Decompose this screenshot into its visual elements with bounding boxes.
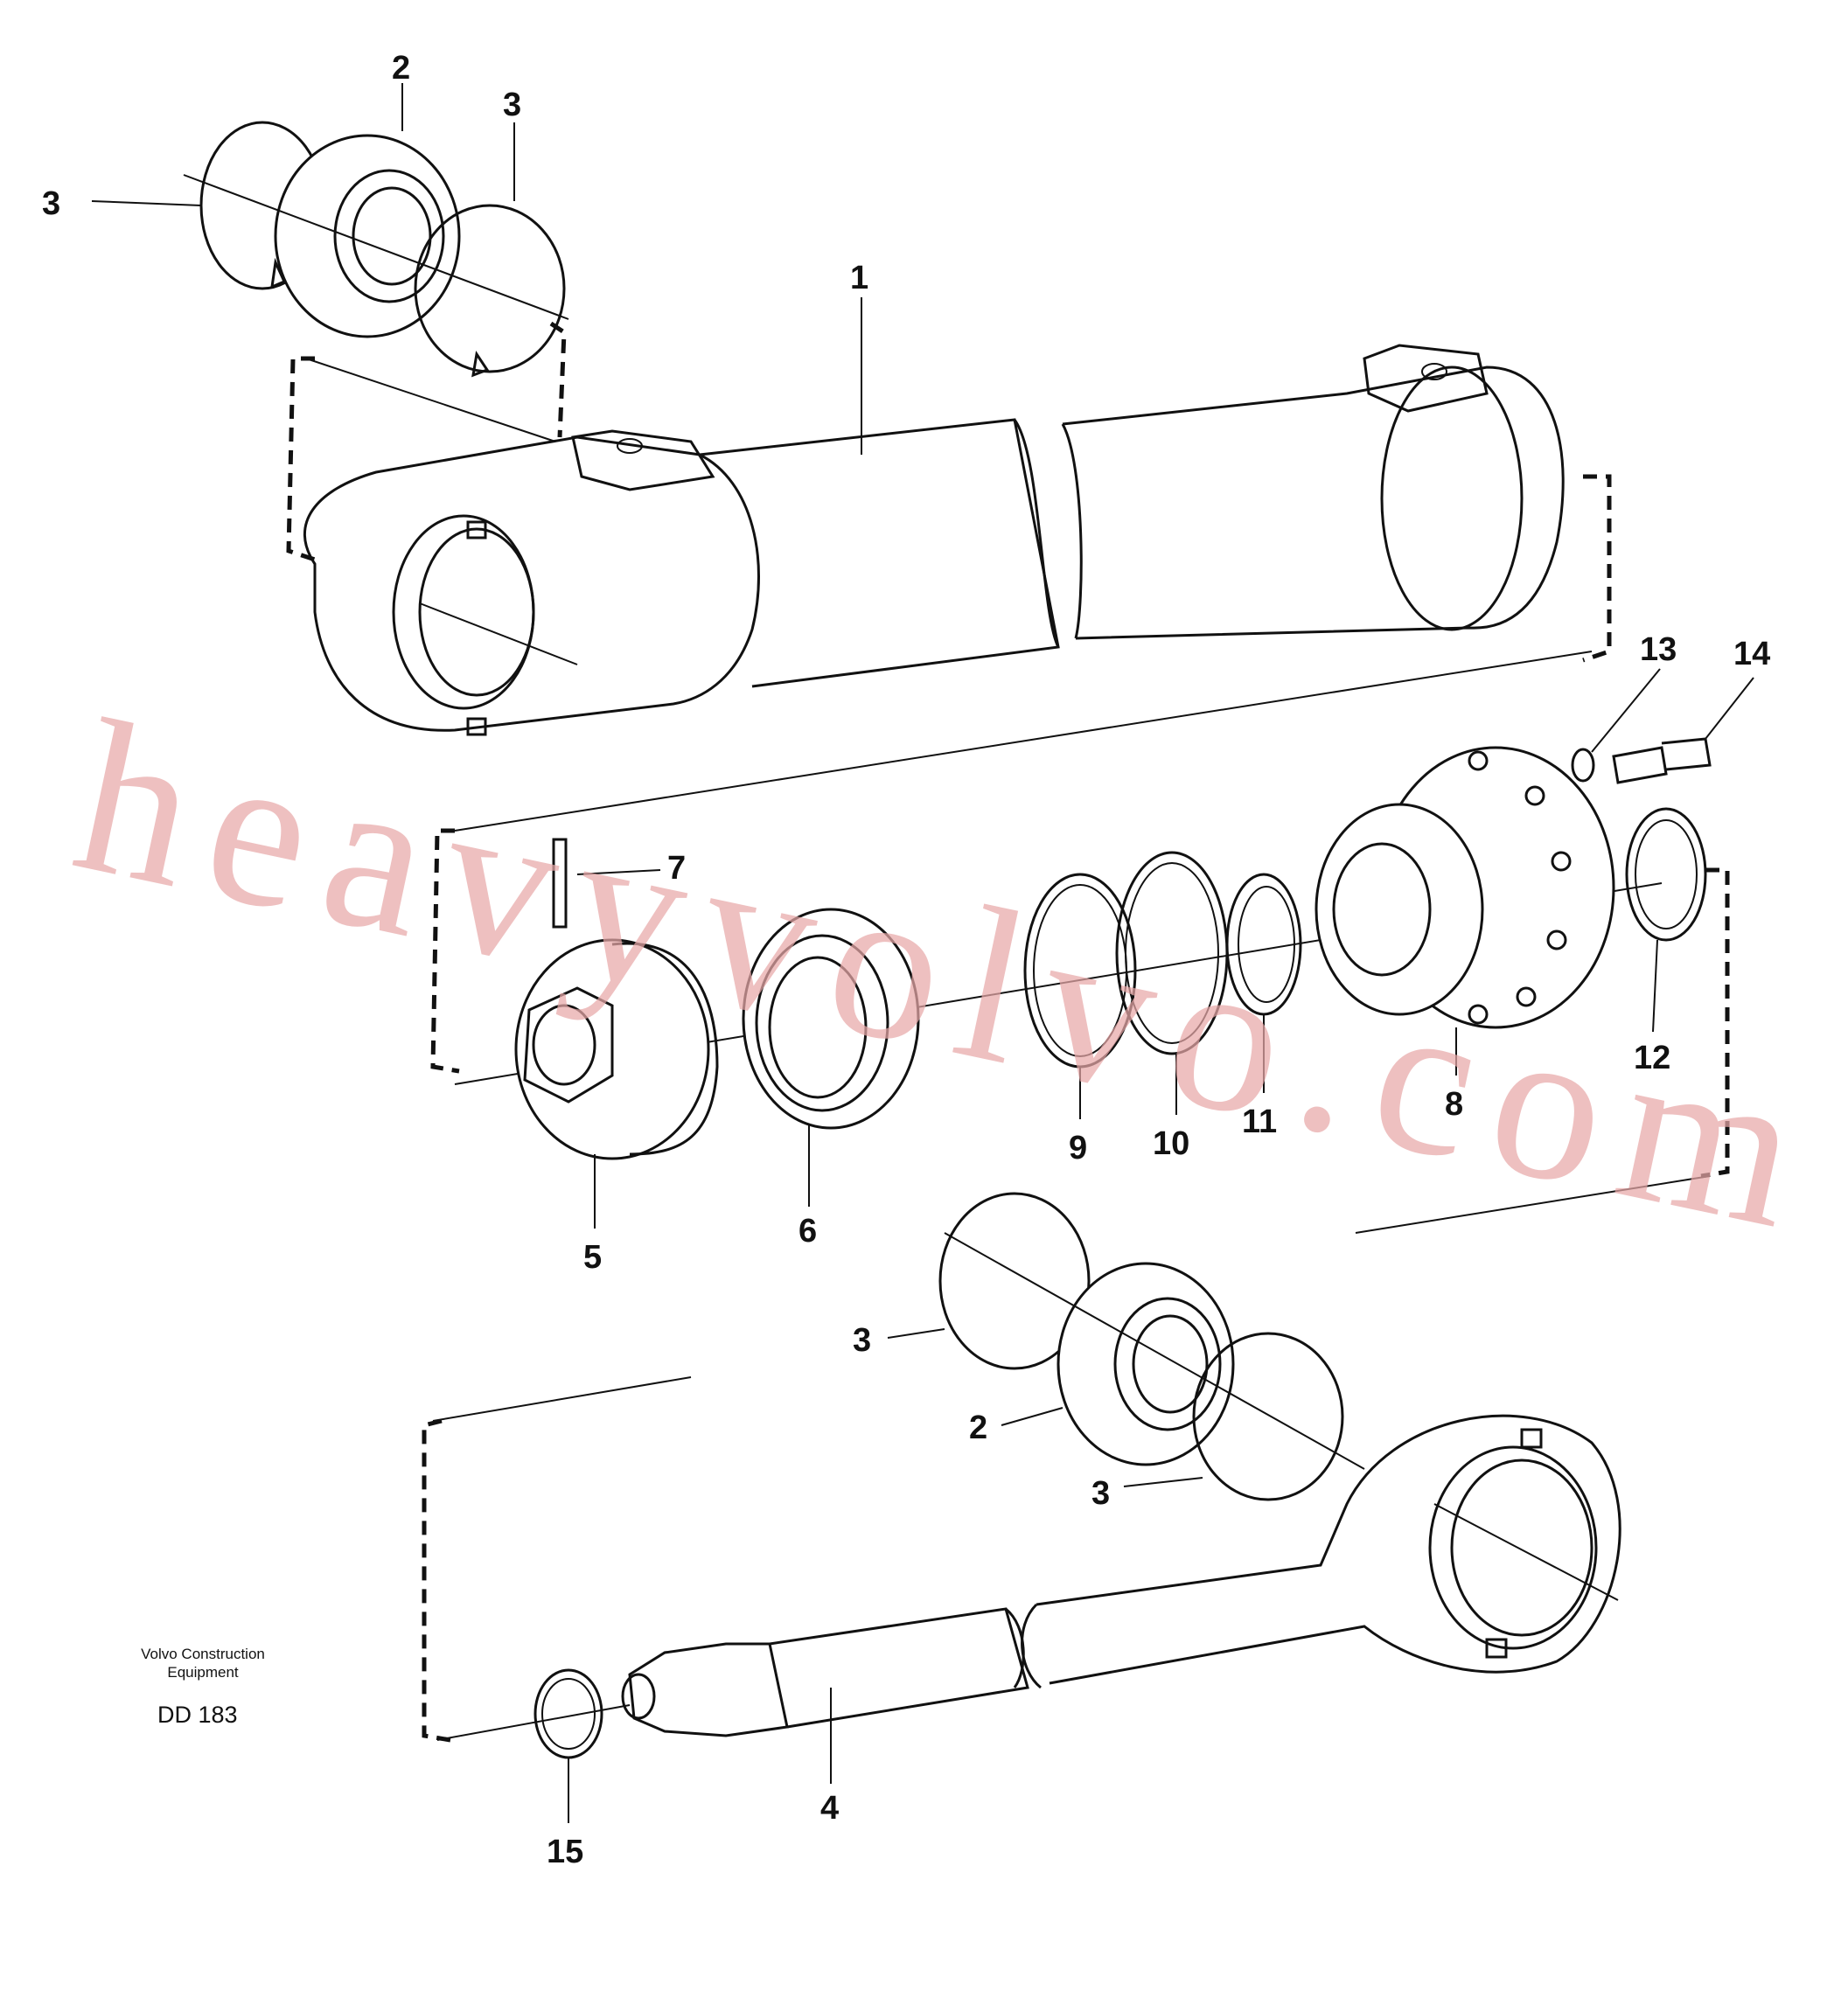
- callout-6: 6: [798, 1213, 817, 1250]
- top-bearing-assembly: [183, 121, 569, 378]
- retaining-ring-mid: [938, 1192, 1091, 1370]
- callout-3-mid: 3: [853, 1322, 871, 1359]
- callout-numbers: 1 2 3 3 7 5 6 9 10 11 8 12 13 14 3 2 3 4…: [42, 50, 1770, 1870]
- bracket-mid-right-2: [1700, 867, 1730, 1179]
- screw: [1612, 737, 1712, 784]
- spherical-bearing-top: [274, 134, 461, 338]
- spherical-bearing-bottom: [1056, 1262, 1235, 1466]
- callout-4: 4: [820, 1790, 839, 1827]
- callout-3-top-left: 3: [42, 185, 60, 222]
- callout-2-bottom: 2: [969, 1410, 987, 1446]
- cylinder-tube: [303, 344, 1565, 736]
- callout-13: 13: [1640, 631, 1677, 668]
- tube-eye-end: [303, 435, 760, 732]
- callout-8: 8: [1445, 1086, 1463, 1123]
- bracket-bottom: [422, 1418, 451, 1743]
- callout-1: 1: [850, 260, 868, 296]
- washer: [1571, 748, 1595, 783]
- callout-15: 15: [547, 1834, 583, 1870]
- credit-line-1: Volvo Construction: [141, 1646, 265, 1662]
- callout-14: 14: [1733, 636, 1770, 672]
- callout-7: 7: [667, 850, 686, 887]
- bottom-bearing-assembly: [938, 1192, 1365, 1501]
- callout-9: 9: [1069, 1130, 1087, 1166]
- locking-pin: [552, 838, 568, 929]
- retaining-ring-bottom: [1192, 1332, 1344, 1501]
- retaining-ring-top-right: [414, 204, 566, 373]
- callout-2-top: 2: [392, 50, 410, 87]
- credit-block: Volvo Construction Equipment DD 183: [141, 1646, 265, 1728]
- callout-10: 10: [1153, 1125, 1189, 1162]
- callout-3-top-right: 3: [503, 87, 521, 123]
- callout-11: 11: [1242, 1103, 1277, 1140]
- callout-12: 12: [1634, 1040, 1670, 1076]
- callout-3-bottom: 3: [1091, 1475, 1110, 1512]
- piston-group: [454, 737, 1712, 1160]
- bracket-mid-left: [430, 828, 460, 1074]
- diagram-code: DD 183: [157, 1702, 238, 1728]
- wiper-ring: [1625, 807, 1707, 942]
- rod-o-ring: [533, 1668, 603, 1759]
- leader-lines: [91, 83, 1754, 1823]
- callout-5: 5: [583, 1239, 602, 1276]
- bracket-top: [286, 356, 316, 562]
- bracket-mid-right: [1582, 474, 1612, 663]
- piston-rod: [436, 1414, 1621, 1759]
- credit-line-2: Equipment: [167, 1664, 239, 1681]
